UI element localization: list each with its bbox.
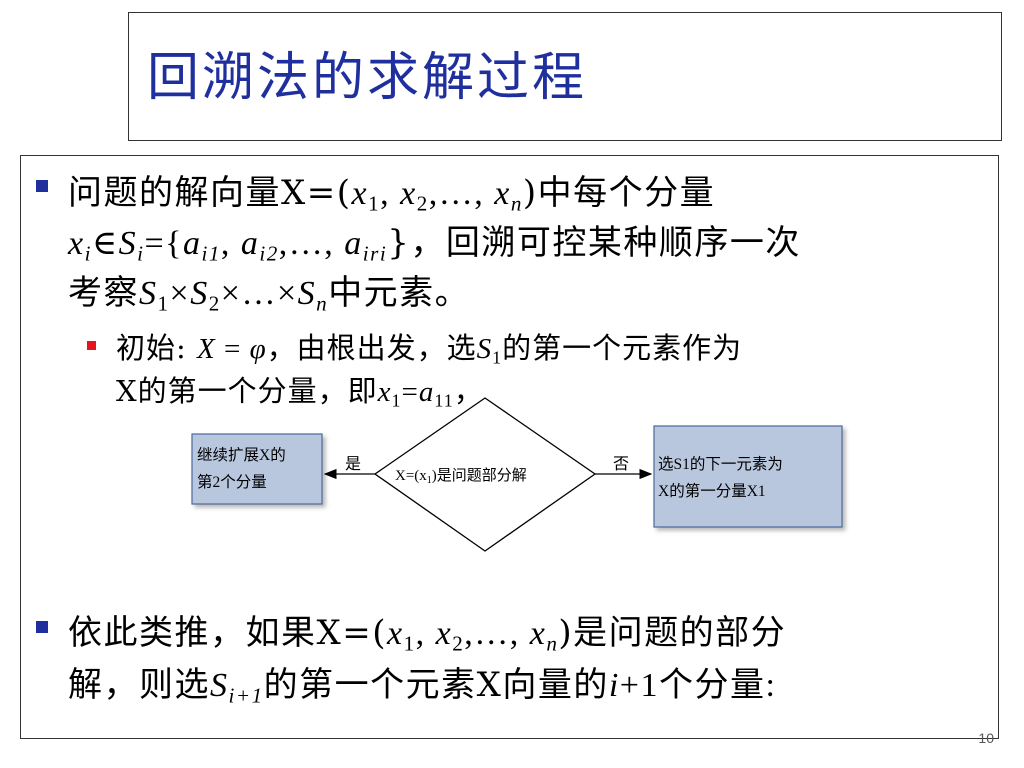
text-segment: ，由根出发，选 [266, 331, 477, 365]
math-var: x [351, 175, 369, 212]
decision-flow-diagram: 继续扩展X的 第2个分量 X=(x1)是问题部分解 是 否 选S1的下一元素为 … [191, 397, 843, 552]
math-sub: i+1 [228, 683, 264, 708]
bullet-square-icon [36, 180, 48, 192]
text-segment: 的第一个元素作为 [502, 331, 743, 365]
math-var: a [344, 225, 363, 262]
bullet2-line1: 依此类推，如果X=(x1, x2,…, xn)是问题的部分 [68, 605, 786, 654]
yes-label: 是 [345, 456, 361, 473]
text-segment: )是问题的部分 [558, 613, 787, 653]
math-var: S [476, 333, 493, 365]
math-var: a [240, 225, 260, 262]
right-box-line1: 选S1的下一元素为 [658, 455, 783, 473]
math-sub: i2 [259, 241, 279, 266]
math-var: a [418, 376, 435, 408]
text-segment: × [169, 275, 191, 312]
text-segment: }，回溯可控某种顺序一次 [387, 223, 801, 263]
text-segment: ,…, [428, 175, 495, 212]
no-label: 否 [613, 456, 629, 473]
math-var: x [435, 615, 453, 652]
math-var: X [197, 333, 216, 365]
bullet1-line3: 考察S1×S2×…×Sn中元素。 [68, 265, 470, 314]
bullet1-line1: 问题的解向量X=(x1, x2,…, xn)中每个分量 [68, 165, 715, 214]
math-var: x [529, 615, 547, 652]
math-sub: n [546, 631, 559, 656]
text-segment: = [215, 333, 250, 365]
text-segment: +1个分量: [619, 667, 777, 704]
text-segment: 的第一个元素X向量的 [263, 665, 609, 705]
text-segment: 解，则选 [68, 665, 210, 705]
math-sub: 1 [368, 191, 381, 216]
text-segment: , [380, 175, 401, 212]
math-var: S [139, 275, 158, 312]
math-sub: 1 [403, 631, 416, 656]
math-sub: 1 [391, 390, 402, 411]
math-sub: 1 [492, 347, 503, 368]
text-segment: 考察 [68, 273, 139, 313]
math-sub: 2 [208, 291, 221, 316]
math-var: S [210, 667, 229, 704]
math-var: S [297, 275, 317, 312]
math-var: S [118, 225, 138, 262]
math-sub: i [137, 241, 145, 266]
text-segment: ∈ [91, 225, 119, 262]
math-sub: 2 [452, 631, 465, 656]
bullet1-line2: xi∈Si={ai1, ai2,…, airi}，回溯可控某种顺序一次 [68, 215, 801, 264]
text-segment: 初始: [116, 331, 187, 365]
text-segment: 依此类推，如果X=( [68, 613, 387, 653]
text-segment: = [401, 376, 419, 408]
right-box-line2: X的第一分量X1 [658, 482, 766, 500]
math-var: φ [249, 333, 267, 365]
math-sub: 2 [416, 191, 429, 216]
decision-diamond: X=(x1)是问题部分解 [373, 397, 597, 552]
bullet2-line2: 解，则选Si+1的第一个元素X向量的i+1个分量: [68, 657, 776, 706]
math-var: x [400, 175, 417, 212]
math-sub: iri [362, 241, 388, 266]
sub-bullet-square-icon [87, 341, 96, 350]
bullet-square-icon [36, 621, 48, 633]
math-sub: 11 [434, 390, 454, 411]
math-sub: i [84, 241, 92, 266]
text-segment: 问题的解向量X=( [68, 173, 352, 213]
right-process-box: 选S1的下一元素为 X的第一分量X1 [653, 425, 843, 528]
page-title: 回溯法的求解过程 [147, 48, 588, 108]
math-var: S [190, 275, 209, 312]
left-process-box: 继续扩展X的 第2个分量 [191, 433, 323, 505]
text-segment: ,…, [464, 615, 530, 652]
math-var: i [608, 667, 620, 704]
math-var: x [494, 175, 511, 212]
text-segment: X的第一个分量，即 [116, 374, 378, 408]
math-sub: n [316, 291, 329, 316]
left-box-line2: 第2个分量 [197, 473, 267, 491]
text-segment: , [220, 225, 241, 262]
sub-bullet-line1: 初始: X = φ，由根出发，选S1的第一个元素作为 [116, 325, 742, 367]
math-var: a [182, 225, 202, 262]
text-segment: )中每个分量 [522, 173, 716, 213]
diamond-label: X=(x1)是问题部分解 [395, 467, 527, 486]
text-segment: ×…× [220, 275, 298, 312]
math-var: x [386, 615, 404, 652]
math-sub: 1 [157, 291, 170, 316]
math-sub: n [510, 191, 523, 216]
math-sub: i1 [201, 241, 221, 266]
math-var: x [377, 376, 392, 408]
text-segment: ,…, [278, 225, 345, 262]
math-var: x [68, 225, 85, 262]
title-box: 回溯法的求解过程 [128, 12, 1002, 141]
left-box-line1: 继续扩展X的 [197, 446, 286, 464]
text-segment: , [415, 615, 436, 652]
page-number: 10 [978, 730, 994, 746]
text-segment: 中元素。 [328, 273, 471, 313]
text-segment: ={ [144, 225, 183, 262]
